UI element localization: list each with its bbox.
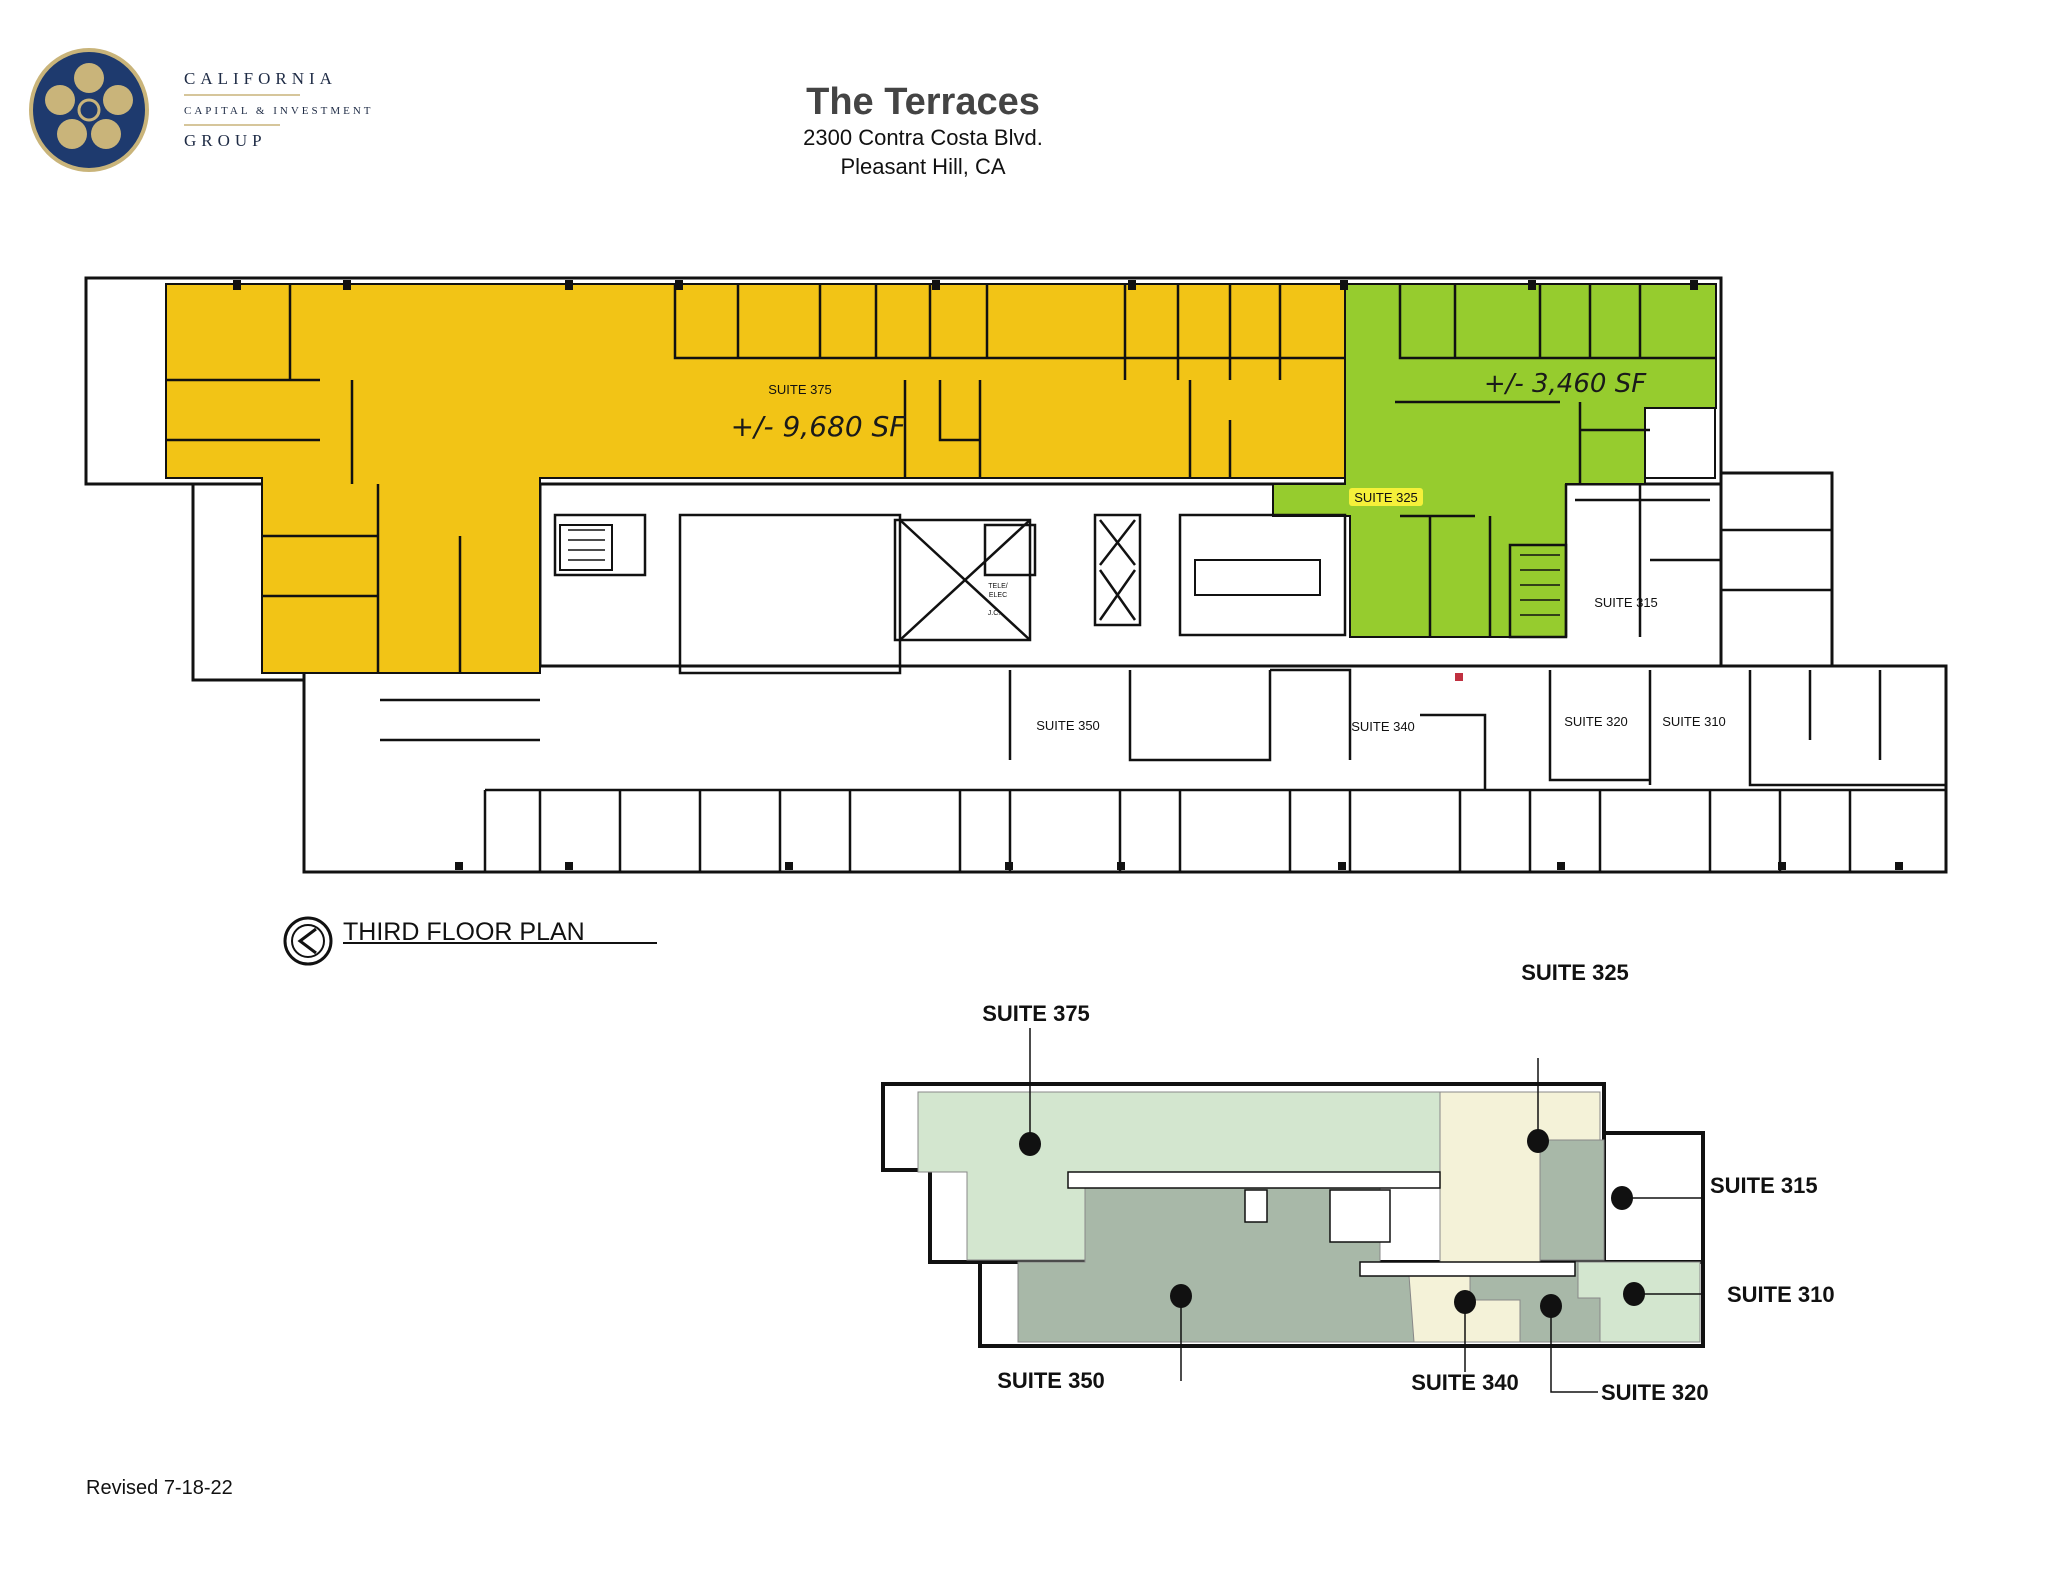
key-label-suite-310: SUITE 310	[1727, 1282, 1835, 1307]
key-label-suite-315: SUITE 315	[1710, 1173, 1818, 1198]
suite-375-area-note: +/- 9,680 SF	[731, 410, 907, 443]
key-label-suite-350: SUITE 350	[997, 1368, 1105, 1393]
floor-plan-title: THIRD FLOOR PLAN	[343, 918, 585, 946]
logo-line-1: CALIFORNIA	[184, 69, 337, 88]
tele-elec-label-1: TELE/	[988, 583, 1008, 590]
logo-line-3: GROUP	[184, 131, 267, 150]
suite-320-label: SUITE 320	[1564, 714, 1628, 729]
suite-325-area-note: +/- 3,460 SF	[1484, 369, 1647, 399]
logo-line-2: CAPITAL & INVESTMENT	[184, 105, 373, 117]
key-label-suite-375: SUITE 375	[982, 1001, 1090, 1026]
key-label-suite-340: SUITE 340	[1411, 1370, 1519, 1395]
key-suite-315	[1539, 1139, 1605, 1261]
key-label-suite-320: SUITE 320	[1601, 1380, 1709, 1405]
suite-375-label: SUITE 375	[768, 382, 832, 397]
jc-label: J.C.	[988, 610, 1001, 617]
north-arrow-icon	[283, 916, 333, 966]
suite-310-label: SUITE 310	[1662, 714, 1726, 729]
suite-340-label: SUITE 340	[1351, 719, 1415, 734]
key-plan: SUITE 375 SUITE 325 SUITE 315 SUITE 310 …	[881, 960, 1835, 1405]
revised-date: Revised 7-18-22	[86, 1477, 233, 1499]
suite-375-area	[165, 283, 1346, 674]
suite-350-label: SUITE 350	[1036, 718, 1100, 733]
company-logo	[29, 48, 149, 172]
suite-325-label: SUITE 325	[1354, 490, 1418, 505]
address-line-1: 2300 Contra Costa Blvd.	[803, 125, 1043, 150]
suite-315-label: SUITE 315	[1594, 595, 1658, 610]
third-floor-plan: SUITE 375 +/- 9,680 SF +/- 3,460 SF SUIT…	[84, 276, 1948, 874]
page-title: The Terraces	[806, 81, 1040, 123]
tele-elec-label-2: ELEC	[989, 592, 1007, 599]
address-line-2: Pleasant Hill, CA	[840, 154, 1005, 179]
key-label-suite-325: SUITE 325	[1521, 960, 1629, 985]
